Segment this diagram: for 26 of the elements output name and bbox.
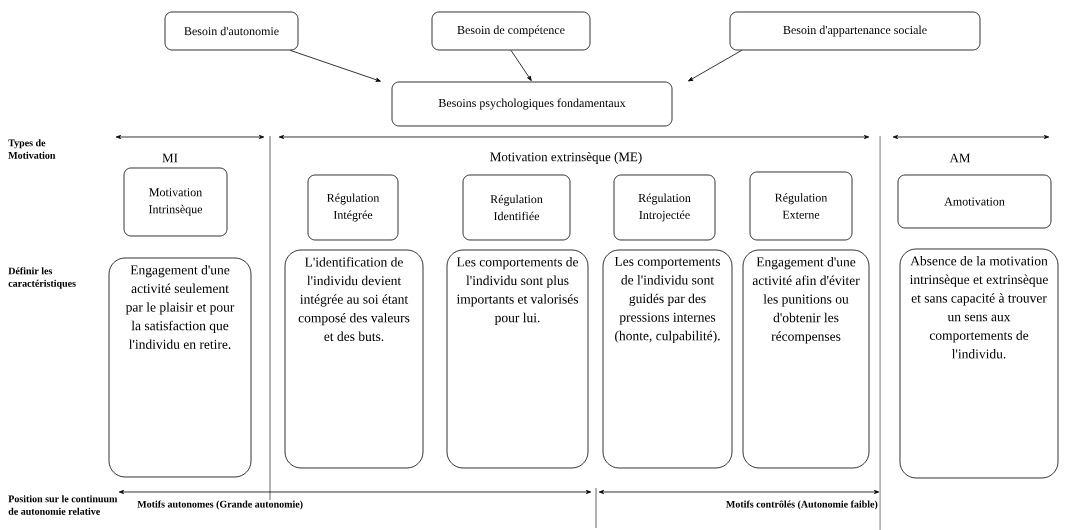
rounded-box: Besoin d'autonomie <box>164 11 299 51</box>
text-box: Les comportements de l'individu sont plus importants et valorisés pour lui. <box>446 249 589 469</box>
continuum-label: Motifs contrôlés (Autonomie faible) <box>726 500 878 510</box>
arrow <box>290 50 381 82</box>
text-box: L'identification de l'individu devient intégrée au soi étant composé des valeurs et des buts. <box>284 249 424 469</box>
rounded-box: Besoins psychologiques fondamentaux <box>391 81 673 127</box>
row-label: Définir les caractéristiques <box>8 267 76 289</box>
rounded-box: Besoin d'appartenance sociale <box>729 11 981 51</box>
rounded-box: Régulation Intégrée <box>307 174 399 241</box>
rounded-box: Régulation Identifiée <box>462 174 571 241</box>
arrow <box>688 50 742 82</box>
row-label: Position sur le continuum de autonomie relative <box>8 495 118 515</box>
text-box: Engagement d'une activité seulement par le plaisir et pour la satisfaction que l'individu en retire. <box>108 257 252 478</box>
rounded-box: Motivation Intrinsèque <box>123 167 228 237</box>
category-label: Motivation extrinsèque (ME) <box>490 152 642 164</box>
text-box: Les comportements de l'individu sont guidés par des pressions internes (honte, culpabilité). <box>602 249 733 469</box>
rounded-box: Régulation Introjectée <box>613 174 716 241</box>
arrow <box>510 50 532 81</box>
rounded-box: Amotivation <box>897 174 1052 229</box>
row-label: Types de Motivation <box>8 139 56 159</box>
rounded-box: Régulation Externe <box>749 171 853 241</box>
text-box: Engagement d'une activité afin d'éviter les punitions ou d'obtenir les récompenses <box>742 249 870 469</box>
rounded-box: Besoin de compétence <box>431 11 591 51</box>
text-box: Absence de la motivation intrinsèque et extrinsèque et sans capacité à trouver un sens aux comportements de l'individu. <box>899 248 1059 479</box>
category-label: AM <box>949 153 971 163</box>
continuum-label: Motifs autonomes (Grande autonomie) <box>137 500 303 510</box>
